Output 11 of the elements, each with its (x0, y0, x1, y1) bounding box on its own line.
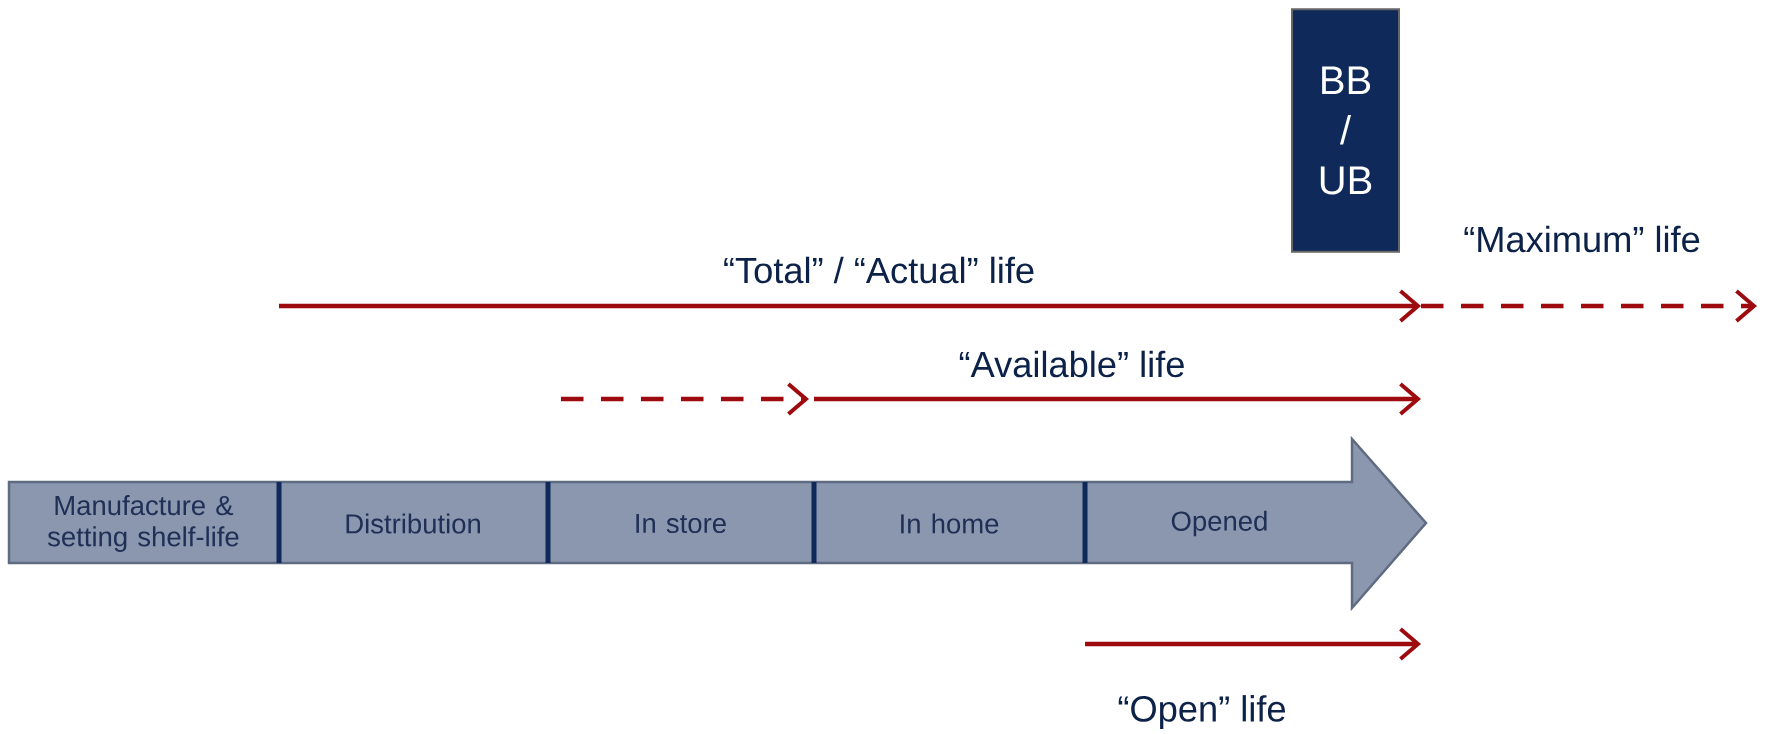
life-label: “Maximum” life (1464, 225, 1700, 253)
stage-label: In store (636, 513, 726, 534)
life-label: “Open” life (1118, 695, 1285, 729)
timeline-arrow (7, 435, 1428, 612)
stage-label: Distribution (346, 513, 480, 534)
life-label: “Available” life (959, 350, 1184, 378)
date-box: BB / UB (1291, 8, 1400, 253)
life-label: “Total” / “Actual” life (724, 256, 1034, 284)
stage-label: Manufacture & setting shelf-life (47, 495, 239, 552)
stage-label: In home (901, 513, 999, 534)
stage-label: Opened (1171, 510, 1267, 537)
